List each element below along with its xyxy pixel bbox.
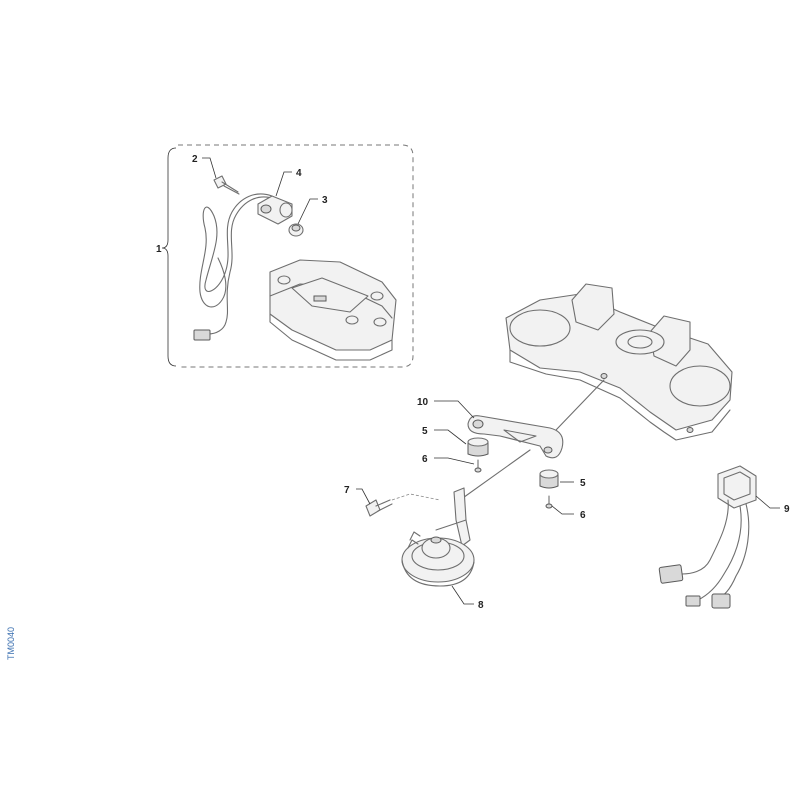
triple-clamp: [505, 283, 733, 441]
part-6-screw-left: [474, 459, 482, 473]
callout-10: 10: [417, 397, 429, 408]
part-10-horn-bracket: [467, 415, 564, 459]
drawing-code: TM0040: [6, 627, 16, 660]
callout-3: 3: [322, 195, 328, 206]
callout-6-left: 6: [422, 454, 428, 465]
reference-lines: [459, 379, 605, 501]
part-9-wiring-harness: [658, 465, 757, 609]
callout-5-right: 5: [580, 478, 586, 489]
callout-6-right: 6: [580, 510, 586, 521]
part-5-rubber-mount-left: [467, 437, 489, 457]
callout-5-left: 5: [422, 426, 428, 437]
part-2-bolt: [213, 175, 240, 195]
callout-9: 9: [784, 504, 790, 515]
part-7-bolt: [365, 493, 441, 517]
part-3-spacer: [288, 223, 304, 237]
callout-7: 7: [344, 485, 350, 496]
instrument-dashboard: [269, 259, 397, 361]
callout-8: 8: [478, 600, 484, 611]
part-5-rubber-mount-right: [539, 469, 559, 489]
kit-group-frame: [161, 144, 414, 368]
callout-1: 1: [156, 244, 162, 255]
callout-4: 4: [296, 168, 302, 179]
part-8-horn: [401, 487, 475, 587]
part-6-screw-right: [545, 495, 553, 509]
sensor-cable: [193, 193, 276, 341]
leader-lines: [202, 157, 780, 605]
part-4-sensor-bracket: [257, 195, 293, 225]
cable-connector: [193, 329, 211, 341]
callout-labels: 1 2 3 4 5 5 6 6 7 8 9 10: [156, 154, 790, 611]
callout-2: 2: [192, 154, 198, 165]
